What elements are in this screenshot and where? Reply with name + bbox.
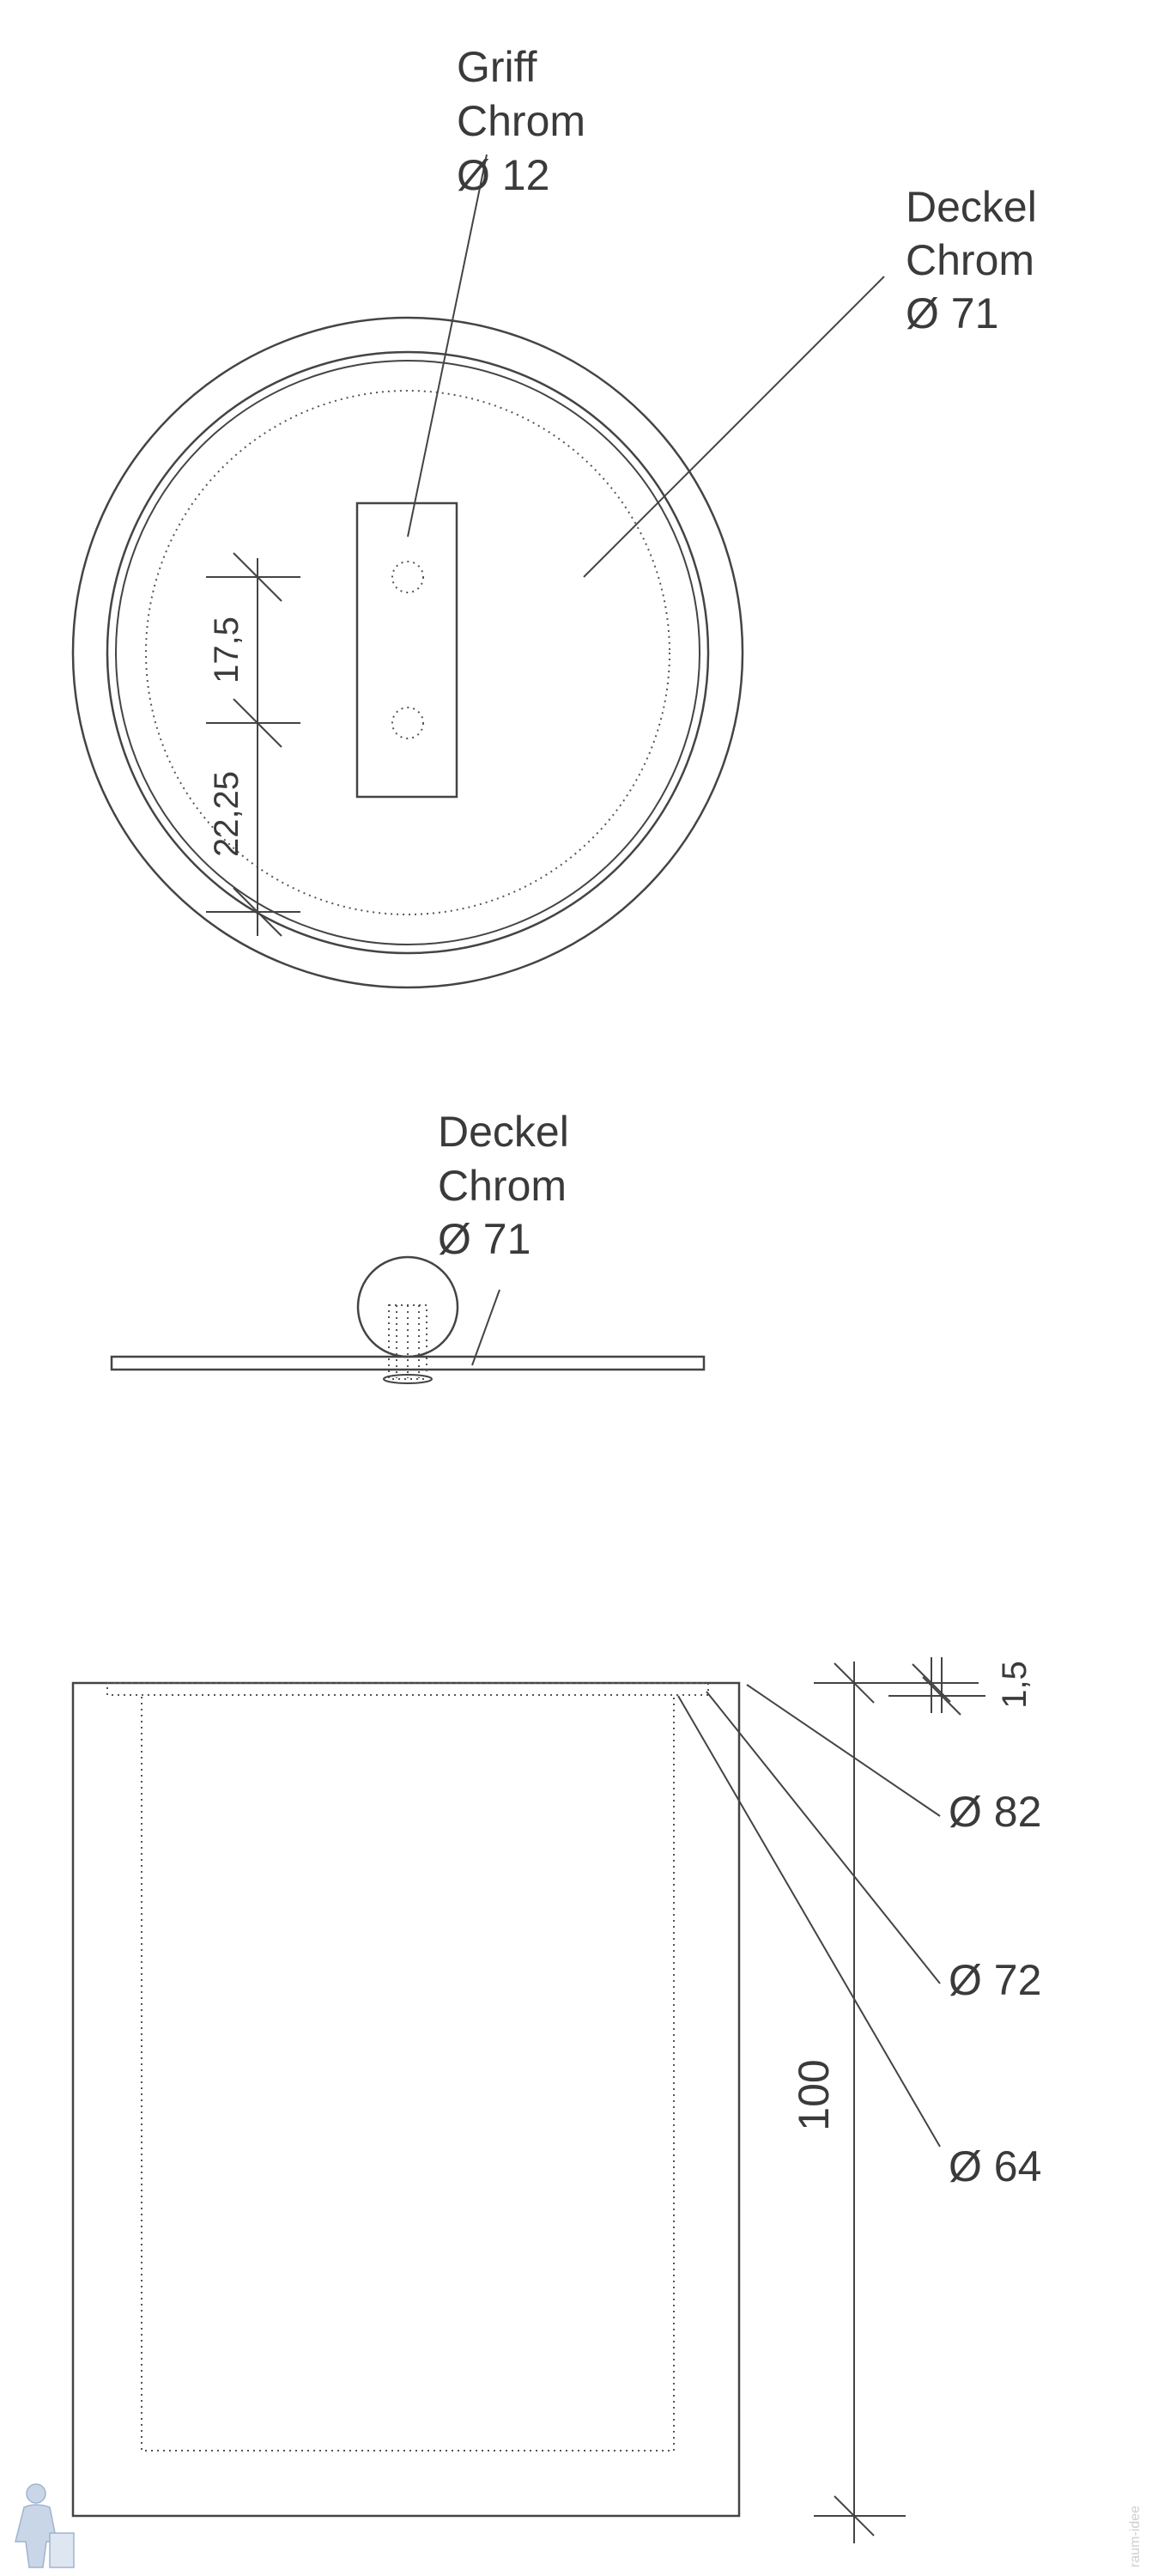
handle-label-line-1: Griff <box>457 43 537 91</box>
screw-head <box>383 1374 433 1384</box>
lid-label-top-line-1: Deckel <box>906 183 1037 231</box>
dim-handle-spacing-text: 17,5 <box>208 617 246 683</box>
wall-tick-2 <box>922 1676 961 1716</box>
watermark-text: raum-idee <box>1128 2506 1143 2567</box>
hidden-bowl-circle <box>145 390 670 915</box>
dim-tick-top <box>233 552 282 602</box>
side-lid-leader-line <box>471 1289 500 1366</box>
top-view: 17,5 22,25 Griff Chrom Ø 12 Deckel Chrom… <box>71 43 1049 989</box>
lid-recess-hidden <box>106 1682 709 1696</box>
screw-hole-top <box>391 561 424 593</box>
dim-outer-text: Ø 82 <box>949 1788 1041 1836</box>
height-tick-bottom <box>834 2495 875 2537</box>
person-logo-icon <box>15 2483 75 2568</box>
leader-middle <box>706 1691 941 1984</box>
lid-label-top: Deckel Chrom Ø 71 <box>906 183 1049 337</box>
handle-label: Griff Chrom Ø 12 <box>457 43 597 199</box>
screw-hole-bottom <box>391 707 424 739</box>
lid-plate <box>110 1355 706 1371</box>
dim-wall-text: 1,5 <box>996 1661 1034 1709</box>
side-view: Deckel Chrom Ø 71 <box>110 1108 706 1384</box>
lid-label-side-line-2: Chrom <box>438 1162 567 1210</box>
leader-outer <box>746 1684 941 1817</box>
handle-label-line-2: Chrom <box>457 97 585 145</box>
lid-label-side-line-3: Ø 71 <box>438 1215 531 1263</box>
inner-bowl-hidden <box>141 1694 675 2451</box>
dim-tick-bottom <box>233 887 282 937</box>
dim-middle-text: Ø 72 <box>949 1956 1041 2004</box>
lid-label-top-line-3: Ø 71 <box>906 289 998 337</box>
dim-height-text: 100 <box>790 2059 838 2130</box>
lid-label-side-line-1: Deckel <box>438 1108 569 1156</box>
lid-label-top-line-2: Chrom <box>906 236 1034 284</box>
dim-tick-mid <box>233 698 282 748</box>
wall-tick-1 <box>912 1663 951 1703</box>
dim-inner-text: Ø 64 <box>949 2142 1041 2190</box>
dim-edge-offset-text: 22,25 <box>208 771 246 857</box>
handle-plate <box>355 501 458 799</box>
handle-leader-line <box>407 154 488 538</box>
lid-inner-circle <box>115 360 700 945</box>
lid-leader-line <box>583 276 885 578</box>
height-tick-top <box>834 1662 875 1704</box>
outer-rim-circle <box>71 316 744 989</box>
section-view: Ø 82 Ø 72 Ø 64 100 1,5 <box>71 1657 1041 2543</box>
outer-body <box>71 1681 741 2518</box>
handle-label-line-3: Ø 12 <box>457 151 549 199</box>
knob-ball <box>356 1255 459 1358</box>
lid-outer-circle <box>106 350 710 955</box>
lid-label-side: Deckel Chrom Ø 71 <box>438 1108 581 1263</box>
leader-inner <box>677 1695 941 2148</box>
